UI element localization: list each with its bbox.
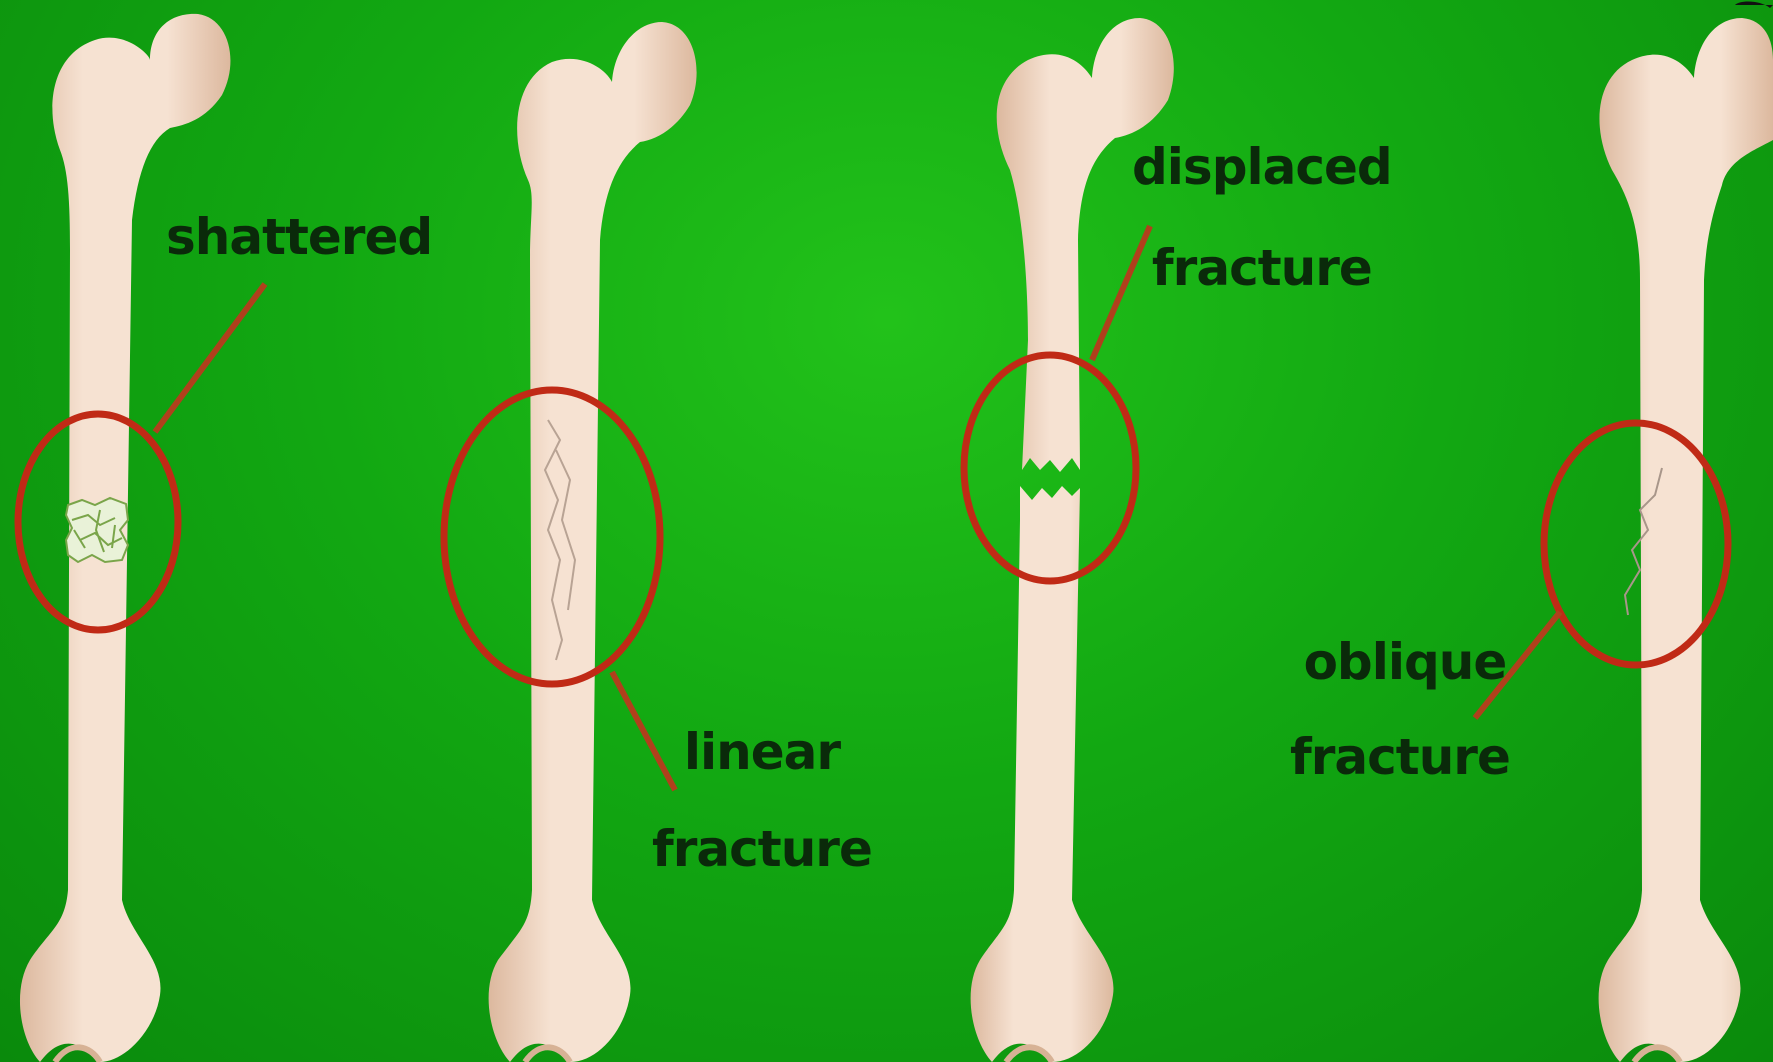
- oblique-fracture-label: oblique fracture: [1290, 635, 1510, 785]
- linear-label-line2: fracture: [652, 822, 872, 877]
- linear-fracture-label: linear fracture: [652, 725, 872, 877]
- shattered-bone: [20, 14, 230, 1062]
- oblique-label-line1: oblique: [1290, 635, 1510, 690]
- displaced-label-line2: fracture: [1132, 241, 1392, 296]
- oblique-label-line2: fracture: [1290, 730, 1510, 785]
- displaced-label-line1: displaced: [1132, 140, 1392, 195]
- shattered-fracture-marks: [66, 498, 128, 562]
- displaced-fracture-label: displaced fracture: [1132, 140, 1392, 296]
- shattered-label: shattered: [166, 210, 432, 265]
- linear-label-line1: linear: [652, 725, 872, 780]
- oblique-fracture-bone: [1599, 2, 1773, 1062]
- shattered-pointer: [155, 284, 265, 432]
- linear-fracture-bone: [489, 22, 697, 1062]
